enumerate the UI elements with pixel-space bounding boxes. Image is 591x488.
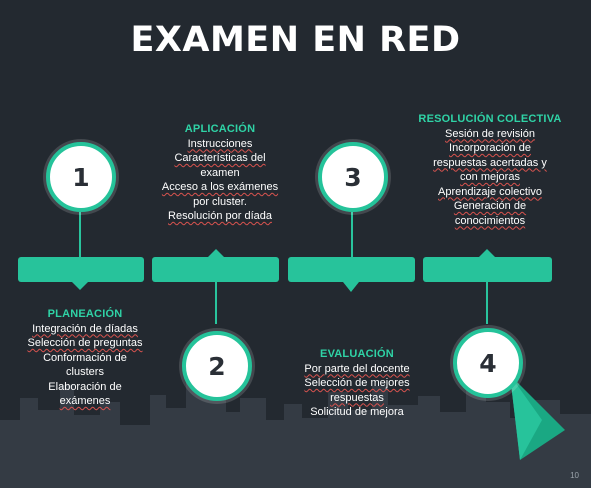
- step-4-line: Sesión de revisión: [445, 127, 535, 140]
- step-3-line: Por parte del docente: [304, 362, 410, 375]
- step-3-line: respuestas: [330, 391, 384, 404]
- step-4-text: RESOLUCIÓN COLECTIVA Sesión de revisión …: [402, 112, 578, 228]
- step-3-line: Selección de mejores: [304, 377, 410, 389]
- connector-line-2: [215, 282, 217, 324]
- connector-line-3: [351, 212, 353, 257]
- connector-line-1: [79, 212, 81, 257]
- step-1-line: Conformación de: [43, 351, 127, 364]
- step-1-line: Integración de díadas: [32, 322, 138, 335]
- step-circle-2: 2: [182, 331, 252, 401]
- timeline-bar-4: [423, 257, 552, 282]
- step-4-line: Generación de: [453, 200, 527, 212]
- page-number: 10: [570, 471, 579, 480]
- connector-line-4: [486, 282, 488, 324]
- step-1-text: PLANEACIÓN Integración de díadas Selecci…: [0, 307, 170, 409]
- step-2-heading: APLICACIÓN: [184, 123, 256, 135]
- step-2-line: Instrucciones: [187, 137, 253, 150]
- step-4-line: con mejoras: [460, 171, 520, 183]
- step-1-line: Elaboración de: [48, 380, 122, 393]
- step-4-line: Aprendizaje colectivo: [438, 185, 542, 198]
- page-title: EXAMEN EN RED: [130, 20, 461, 60]
- step-4-line: respuestas acertadas y: [433, 156, 547, 169]
- step-1-line: exámenes: [59, 395, 111, 407]
- step-3-text: EVALUACIÓN Por parte del docente Selecci…: [272, 347, 442, 420]
- step-3-heading: EVALUACIÓN: [320, 348, 394, 360]
- step-1-line: clusters: [66, 366, 104, 378]
- step-circle-3: 3: [318, 142, 388, 212]
- timeline-notches: [72, 249, 495, 292]
- step-2-line: Resolución por díada: [168, 210, 272, 222]
- step-1-heading: PLANEACIÓN: [47, 308, 123, 320]
- timeline-bar-2: [152, 257, 279, 282]
- step-2-line: por cluster.: [193, 195, 247, 208]
- step-2-line: Acceso a los exámenes: [161, 181, 279, 193]
- timeline-bar-3: [288, 257, 415, 282]
- step-1-line: Selección de preguntas: [27, 337, 143, 349]
- step-4-line: conocimientos: [454, 214, 526, 227]
- step-4-heading: RESOLUCIÓN COLECTIVA: [418, 113, 562, 125]
- step-2-line: examen: [200, 166, 240, 179]
- step-4-line: Incorporación de: [449, 142, 531, 154]
- timeline-bar-1: [18, 257, 144, 282]
- step-3-line: Solicitud de mejora: [310, 406, 404, 418]
- step-circle-1: 1: [46, 142, 116, 212]
- step-2-text: APLICACIÓN Instrucciones Características…: [135, 122, 305, 224]
- step-2-line: Características del: [174, 152, 266, 164]
- step-circle-4: 4: [453, 328, 523, 398]
